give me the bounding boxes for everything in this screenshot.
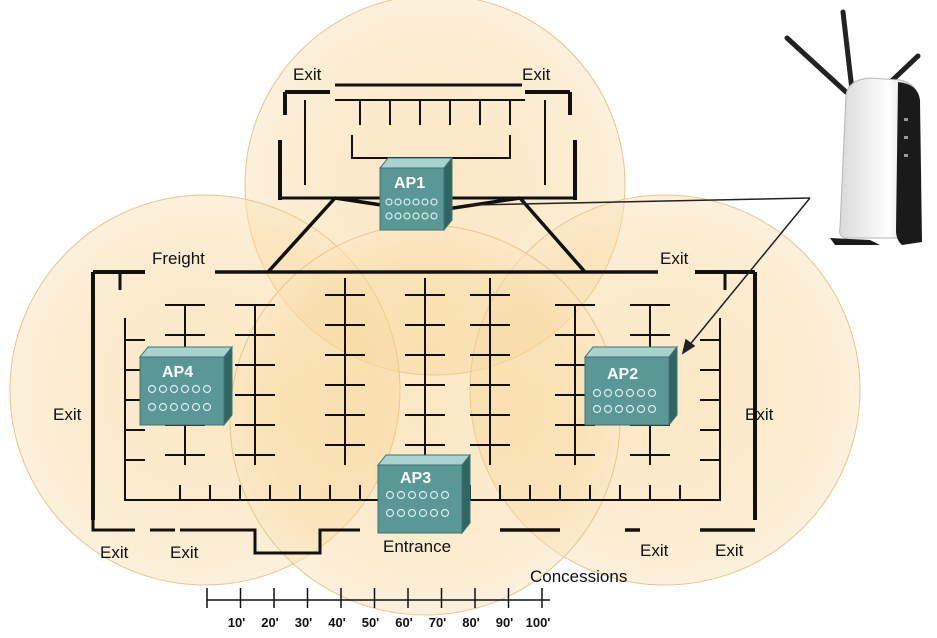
scale-tick-label: 30' bbox=[295, 615, 313, 630]
scale-tick-label: 70' bbox=[429, 615, 447, 630]
exit-label-bottom-right-2: Exit bbox=[715, 541, 744, 560]
concessions-label: Concessions bbox=[530, 567, 627, 586]
access-point-icon bbox=[592, 388, 657, 414]
ap-label: AP3 bbox=[400, 470, 431, 487]
freight-label: Freight bbox=[152, 249, 205, 268]
scale-tick-label: 40' bbox=[328, 615, 346, 630]
scale-tick-label: 20' bbox=[261, 615, 279, 630]
access-point-icon bbox=[147, 384, 212, 412]
access-point-ap4[interactable]: AP4 bbox=[138, 345, 234, 427]
exit-label-right: Exit bbox=[745, 405, 774, 424]
ap-label: AP2 bbox=[607, 366, 638, 383]
scale-tick-label: 100' bbox=[526, 615, 551, 630]
exit-label-left: Exit bbox=[53, 405, 82, 424]
ap-label: AP4 bbox=[162, 364, 193, 381]
floor-plan bbox=[91, 83, 757, 555]
scale-tick-label: 90' bbox=[496, 615, 514, 630]
distance-scale: 10' 20' 30' 40' 50' 60' 70' 80' 90' 100' bbox=[206, 588, 551, 630]
exit-label-right-top: Exit bbox=[660, 249, 689, 268]
access-point-icon bbox=[385, 198, 438, 220]
access-point-ap2[interactable]: AP2 bbox=[583, 345, 679, 427]
ap-label: AP1 bbox=[394, 175, 425, 192]
exit-label-bottom-right-1: Exit bbox=[640, 541, 669, 560]
scale-tick-label: 50' bbox=[362, 615, 380, 630]
access-point-ap1[interactable]: AP1 bbox=[378, 156, 454, 232]
access-point-ap3[interactable]: AP3 bbox=[376, 453, 472, 535]
scale-tick-label: 10' bbox=[228, 615, 246, 630]
scale-ticks bbox=[206, 588, 543, 608]
area-labels: Exit Exit Freight Exit Exit Exit Exit Ex… bbox=[53, 65, 774, 586]
access-point-icon bbox=[385, 490, 450, 518]
exit-label-bottom-left-2: Exit bbox=[170, 543, 199, 562]
exit-label-bottom-left-1: Exit bbox=[100, 543, 129, 562]
entrance-label: Entrance bbox=[383, 537, 451, 556]
scale-tick-label: 80' bbox=[462, 615, 480, 630]
exit-label-top-left: Exit bbox=[293, 65, 322, 84]
wireless-router-icon bbox=[784, 9, 922, 245]
exit-label-top-right: Exit bbox=[522, 65, 551, 84]
scale-tick-label: 60' bbox=[395, 615, 413, 630]
router-pointer-lines bbox=[469, 197, 811, 355]
scale-labels: 10' 20' 30' 40' 50' 60' 70' 80' 90' 100' bbox=[228, 615, 551, 630]
